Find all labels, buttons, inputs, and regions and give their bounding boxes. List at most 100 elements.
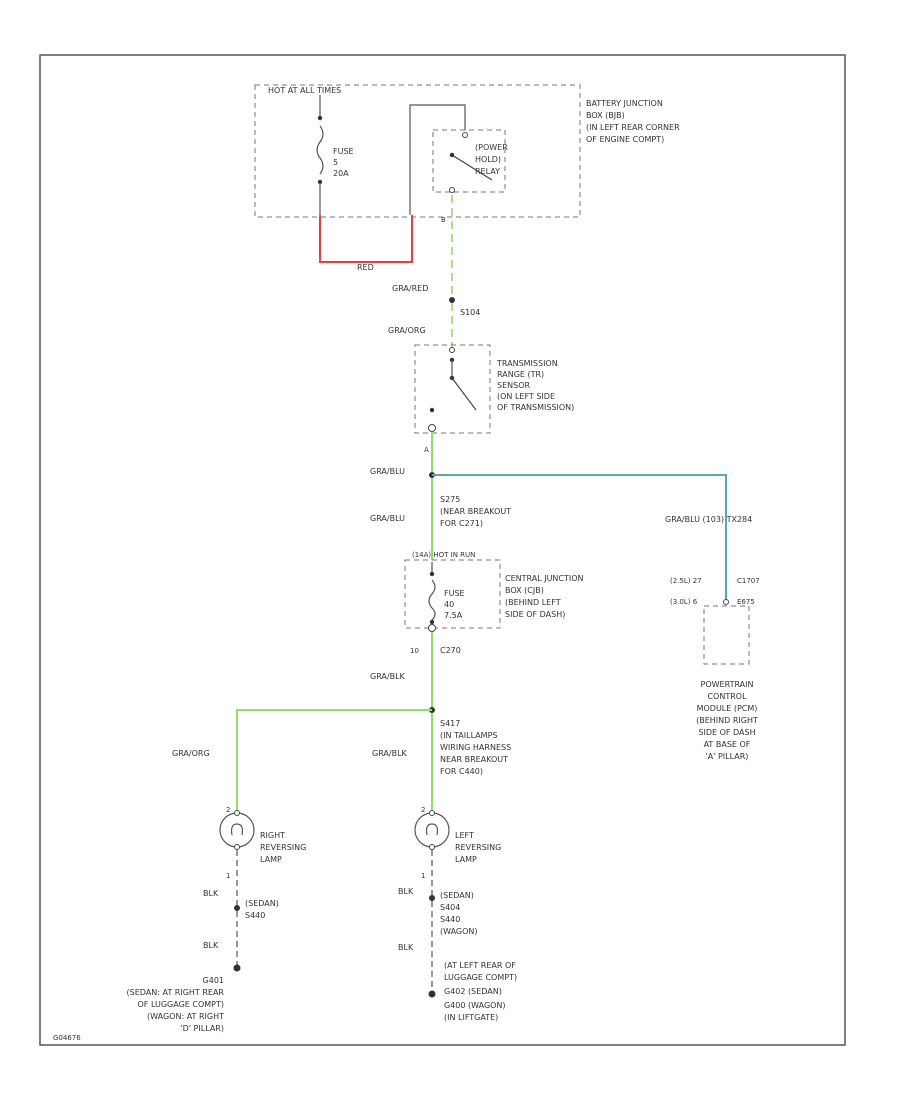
svg-text:HOLD): HOLD) [475,155,501,164]
hot-at-all-times-label: HOT AT ALL TIMES [268,86,341,95]
gra-org-top-label: GRA/ORG [388,326,426,335]
right-reversing-lamp [219,812,255,848]
pcm-box [703,605,750,665]
right-lamp-pin-1: 1 [226,872,230,880]
fuse-mid-element [428,579,436,621]
svg-text:LEFT: LEFT [455,831,474,840]
red-wire-label: RED [357,263,374,272]
svg-text:(SEDAN: AT RIGHT REAR: (SEDAN: AT RIGHT REAR [127,988,225,997]
svg-text:OF ENGINE COMPT): OF ENGINE COMPT) [586,135,664,144]
svg-text:(IN TAILLAMPS: (IN TAILLAMPS [440,731,497,740]
right-lamp-filament [230,823,244,836]
relay-label: (POWER HOLD) RELAY [475,143,508,176]
figure-id: G04676 [53,1034,81,1042]
left-blk-label-2: BLK [398,943,414,952]
svg-text:(SEDAN): (SEDAN) [440,891,474,900]
svg-text:20A: 20A [333,169,349,178]
svg-text:NEAR BREAKOUT: NEAR BREAKOUT [440,755,508,764]
pcm-connector-label-2: (3.0L) 6 [670,598,698,606]
svg-text:RANGE (TR): RANGE (TR) [497,370,544,379]
s417-label: S417 (IN TAILLAMPS WIRING HARNESS NEAR B… [440,719,511,776]
svg-text:S440: S440 [440,915,460,924]
svg-text:RIGHT: RIGHT [260,831,285,840]
svg-text:(IN LIFTGATE): (IN LIFTGATE) [444,1013,498,1022]
right-lamp-terminal-top [234,810,240,816]
svg-text:SIDE OF DASH: SIDE OF DASH [698,728,755,737]
relay-switch-arm [451,154,493,181]
pin-label-b-top: B [441,216,446,224]
svg-text:REVERSING: REVERSING [455,843,501,852]
svg-text:7.5A: 7.5A [444,611,463,620]
c270-terminal [428,624,436,632]
pin-label-a: A [424,446,429,454]
svg-text:WIRING HARNESS: WIRING HARNESS [440,743,511,752]
left-reversing-lamp [414,812,450,848]
gra-blu-pcm-wire [432,474,727,600]
relay-pivot [449,152,455,158]
svg-text:OF LUGGAGE COMPT): OF LUGGAGE COMPT) [138,1000,225,1009]
gra-blk-label-2: GRA/BLK [372,749,408,758]
fuse-mid-terminal-2 [429,619,435,625]
left-splice-s404 [429,895,435,901]
svg-text:(NEAR BREAKOUT: (NEAR BREAKOUT [440,507,511,516]
gra-red-label: GRA/RED [392,284,428,293]
svg-text:'D' PILLAR): 'D' PILLAR) [180,1024,224,1033]
s104-label: S104 [460,308,480,317]
svg-text:CENTRAL JUNCTION: CENTRAL JUNCTION [505,574,584,583]
svg-text:CONTROL: CONTROL [707,692,747,701]
fuse-top-element [316,125,324,175]
svg-text:(ON LEFT SIDE: (ON LEFT SIDE [497,392,555,401]
svg-text:S404: S404 [440,903,460,912]
gra-blu-label-1: GRA/BLU [370,467,405,476]
c270-label: C270 [440,646,461,655]
gra-blu-label-2: GRA/BLU [370,514,405,523]
svg-text:(POWER: (POWER [475,143,508,152]
svg-text:TRANSMISSION: TRANSMISSION [496,359,558,368]
cjb-hot-label: (14A) HOT IN RUN [412,551,475,559]
svg-text:RELAY: RELAY [475,167,500,176]
svg-text:FUSE: FUSE [444,589,465,598]
svg-text:S417: S417 [440,719,460,728]
svg-text:(BEHIND LEFT: (BEHIND LEFT [505,598,561,607]
tr-sensor-label: TRANSMISSION RANGE (TR) SENSOR (ON LEFT … [496,359,574,412]
fuse-mid-label: FUSE 40 7.5A [444,589,465,620]
gra-org-wire-left [236,709,432,810]
svg-text:FOR C271): FOR C271) [440,519,483,528]
svg-text:SIDE OF DASH): SIDE OF DASH) [505,610,565,619]
svg-text:REVERSING: REVERSING [260,843,306,852]
diagram-frame [39,54,846,1046]
tr-node-bottom [429,407,435,413]
e675-label: E675 [737,598,755,606]
central-junction-box [404,559,501,629]
pcm-connector-label-1: (2.5L) 27 [670,577,702,585]
svg-text:(WAGON): (WAGON) [440,927,478,936]
svg-text:AT BASE OF: AT BASE OF [704,740,751,749]
g402-label: (AT LEFT REAR OF LUGGAGE COMPT) G402 (SE… [444,961,517,1022]
right-splice-s440 [234,905,240,911]
svg-text:BATTERY JUNCTION: BATTERY JUNCTION [586,99,663,108]
svg-text:S440: S440 [245,911,265,920]
right-blk-label-2: BLK [203,941,219,950]
c1707-label: C1707 [737,577,760,585]
tr-terminal-bottom [428,424,436,432]
g401-label: G401 (SEDAN: AT RIGHT REAR OF LUGGAGE CO… [127,976,225,1033]
svg-text:(BEHIND RIGHT: (BEHIND RIGHT [696,716,758,725]
fuse-top-label: FUSE 5 20A [333,147,354,178]
left-lamp-filament [425,823,439,836]
svg-text:(WAGON: AT RIGHT: (WAGON: AT RIGHT [147,1012,224,1021]
svg-text:40: 40 [444,600,454,609]
cjb-label: CENTRAL JUNCTION BOX (CJB) (BEHIND LEFT … [505,574,584,619]
tr-terminal-top [449,347,455,353]
svg-text:(IN LEFT REAR CORNER: (IN LEFT REAR CORNER [586,123,680,132]
svg-text:MODULE (PCM): MODULE (PCM) [697,704,758,713]
fuse-top-terminal [317,115,323,121]
red-wire [319,215,413,263]
svg-text:G402 (SEDAN): G402 (SEDAN) [444,987,502,996]
right-lamp-label: RIGHT REVERSING LAMP [260,831,306,864]
g402-ground [428,990,436,998]
s104-splice [449,297,455,303]
bjb-label: BATTERY JUNCTION BOX (BJB) (IN LEFT REAR… [586,99,680,144]
left-lamp-label: LEFT REVERSING LAMP [455,831,501,864]
left-lamp-pin-1: 1 [421,872,425,880]
